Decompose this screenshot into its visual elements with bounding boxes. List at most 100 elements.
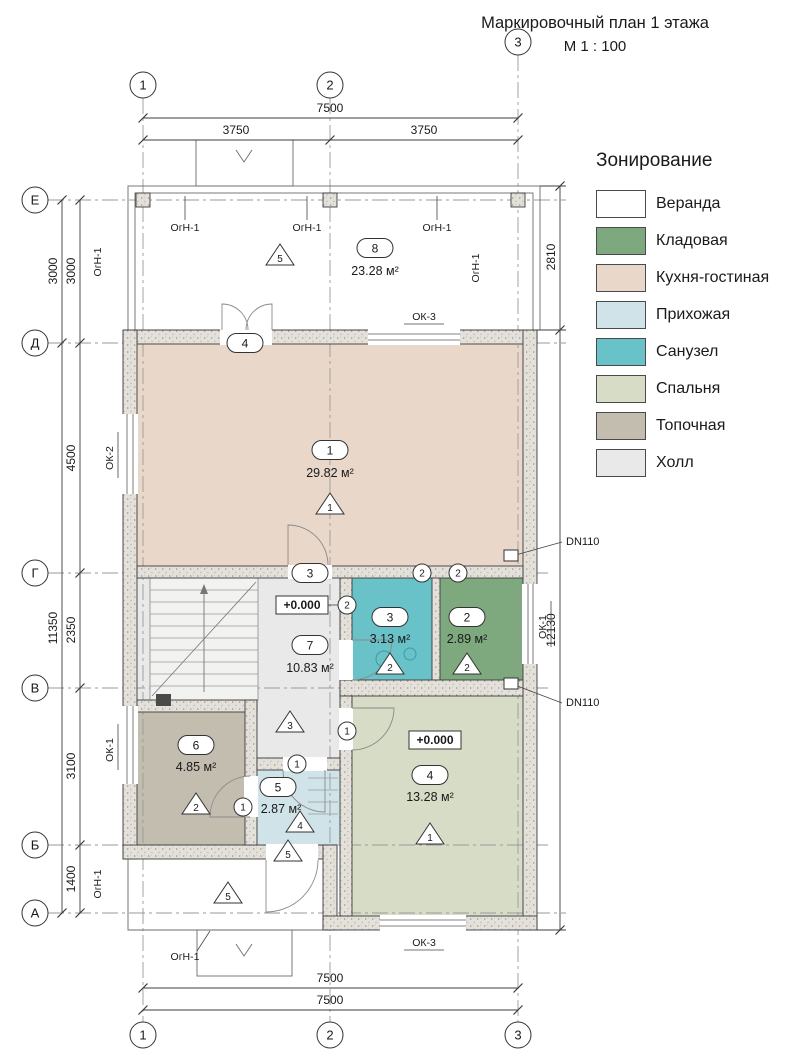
window-ok1-left bbox=[122, 706, 138, 784]
ogn1-label: ОгН-1 bbox=[171, 951, 200, 963]
legend-swatch-storage bbox=[596, 227, 646, 255]
floor-mark-kitchen-num: 1 bbox=[327, 503, 333, 514]
level-mark-bedroom bbox=[408, 730, 462, 750]
grid-bubbles: 1 2 3 1 2 3 Е Д Г В Б А bbox=[21, 28, 532, 1049]
door-tag-4 bbox=[226, 333, 264, 353]
door-tag-3-num: 3 bbox=[307, 567, 314, 581]
floor-mark-bath bbox=[375, 652, 405, 675]
dim-g-v: 2350 bbox=[64, 616, 78, 643]
storage-zone bbox=[440, 578, 523, 680]
room-tag-entry bbox=[259, 777, 297, 797]
wall-openings bbox=[122, 329, 538, 931]
room-tag-veranda bbox=[356, 238, 394, 258]
floor-mark-veranda bbox=[265, 243, 295, 266]
room-number-veranda: 8 bbox=[372, 242, 379, 256]
entrance-steps-bottom bbox=[196, 929, 293, 977]
legend-item-bath: Санузел bbox=[596, 338, 769, 366]
boiler-zone bbox=[137, 712, 245, 845]
dim-d-g: 4500 bbox=[64, 444, 78, 471]
axis-bubble-B: Б bbox=[31, 838, 40, 853]
axis-bubble-1-bottom: 1 bbox=[139, 1028, 146, 1043]
floor-mark-storage-num: 2 bbox=[464, 663, 470, 674]
ogn1-label: ОгН-1 bbox=[293, 222, 322, 234]
door-tag-3 bbox=[291, 563, 329, 583]
entrance-steps-top bbox=[195, 139, 294, 187]
legend-item-hall: Холл bbox=[596, 449, 769, 477]
steps-arrow-top-icon bbox=[235, 149, 253, 163]
axis-bubble-A: А bbox=[31, 906, 40, 921]
window-tag-ok1-right: ОК-1 bbox=[537, 615, 549, 639]
room-area-kitchen: 29.82 м² bbox=[306, 466, 354, 480]
bedroom-zone bbox=[352, 696, 523, 916]
door-mark-1-num: 1 bbox=[240, 803, 246, 814]
drain-outlet-icon bbox=[503, 549, 519, 562]
floor-mark-storage bbox=[452, 652, 482, 675]
room-area-veranda: 23.28 м² bbox=[351, 264, 399, 278]
room-area-boiler: 4.85 м² bbox=[176, 760, 217, 774]
room-tag-hall bbox=[291, 635, 329, 655]
floor-mark-hall-num: 3 bbox=[287, 721, 293, 732]
room-number-entry: 5 bbox=[275, 781, 282, 795]
legend-label: Санузел bbox=[656, 343, 719, 360]
door-mark-1 bbox=[287, 754, 307, 774]
legend-label: Спальня bbox=[656, 380, 721, 397]
bath-door-opening bbox=[339, 640, 353, 680]
opening-marks: 4 3 2 2 1 1 1 bbox=[226, 333, 468, 817]
floor-mark-bedroom-num: 1 bbox=[427, 833, 433, 844]
axis-bubble-E: Е bbox=[31, 193, 40, 208]
ogn1-label: ОгН-1 bbox=[171, 222, 200, 234]
floor-mark-bath-num: 2 bbox=[387, 663, 393, 674]
axis-bubble-3-top: 3 bbox=[514, 35, 521, 50]
window-tag-ok3-bottom: ОК-3 bbox=[412, 937, 436, 949]
dn110-label: DN110 bbox=[566, 536, 599, 548]
legend-swatch-bath bbox=[596, 338, 646, 366]
window-ok1-right bbox=[522, 584, 538, 664]
drain-icon bbox=[403, 647, 417, 661]
room-number-boiler: 6 bbox=[193, 739, 200, 753]
room-area-bedroom: 13.28 м² bbox=[406, 790, 454, 804]
floor-mark-kitchen bbox=[315, 492, 345, 515]
room-area-storage: 2.89 м² bbox=[447, 632, 488, 646]
legend-swatch-boiler bbox=[596, 412, 646, 440]
room-tag-storage bbox=[448, 607, 486, 627]
veranda-post bbox=[322, 192, 338, 208]
floor-mark-hall bbox=[275, 710, 305, 733]
floor-mark-entry bbox=[285, 810, 315, 833]
veranda-structure bbox=[127, 139, 541, 331]
legend-label: Прихожая bbox=[656, 306, 731, 323]
room-markers: 8 23.28 м² 5 1 29.82 м² 1 7 10.83 м² 3 3… bbox=[176, 238, 488, 904]
window-ok3-bottom bbox=[380, 915, 466, 931]
ogn1-label: ОгН-1 bbox=[423, 222, 452, 234]
legend-item-boiler: Топочная bbox=[596, 412, 769, 440]
floor-mark-entry-5-num: 5 bbox=[285, 850, 291, 861]
axis-bubble-D: Д bbox=[31, 336, 40, 351]
dim-d-a-total: 11350 bbox=[46, 611, 60, 644]
partition-bath-storage bbox=[431, 577, 441, 681]
stair-break-line bbox=[151, 581, 257, 697]
dim-total-bottom-1: 7500 bbox=[317, 971, 344, 985]
dim-v-b: 3100 bbox=[64, 752, 78, 779]
door-mark-2 bbox=[448, 563, 468, 583]
drawing-title: Маркировочный план 1 этажа М 1 : 100 bbox=[445, 14, 745, 55]
legend-swatch-bedroom bbox=[596, 375, 646, 403]
legend-swatch-kitchen bbox=[596, 264, 646, 292]
floor-mark-entry-num: 4 bbox=[297, 821, 303, 832]
veranda-post bbox=[510, 192, 526, 208]
room-number-bedroom: 4 bbox=[427, 769, 434, 783]
dim-top-left-half: 3750 bbox=[223, 123, 250, 137]
window-tag-ok3-top: ОК-3 bbox=[412, 311, 436, 323]
partition-bedroom-left bbox=[339, 695, 353, 917]
ogn1-label: ОгН-1 bbox=[470, 253, 482, 282]
dimensions: 7500 3750 3750 7500 7500 3000 3000 4500 … bbox=[46, 101, 566, 1016]
window-ok2-left bbox=[122, 414, 138, 494]
dim-veranda-height: 2810 bbox=[544, 243, 558, 270]
floor-mark-boiler bbox=[181, 792, 211, 815]
axis-bubble-V: В bbox=[31, 681, 40, 696]
axis-bubble-2-bottom: 2 bbox=[326, 1028, 333, 1043]
legend-swatch-entry bbox=[596, 301, 646, 329]
door-mark-2-num: 2 bbox=[344, 601, 350, 612]
door-tag-4-num: 4 bbox=[242, 337, 249, 351]
stair-arrow-icon bbox=[200, 584, 208, 594]
ogn1-label: ОгН-1 bbox=[92, 869, 104, 898]
door-mark-1 bbox=[337, 721, 357, 741]
